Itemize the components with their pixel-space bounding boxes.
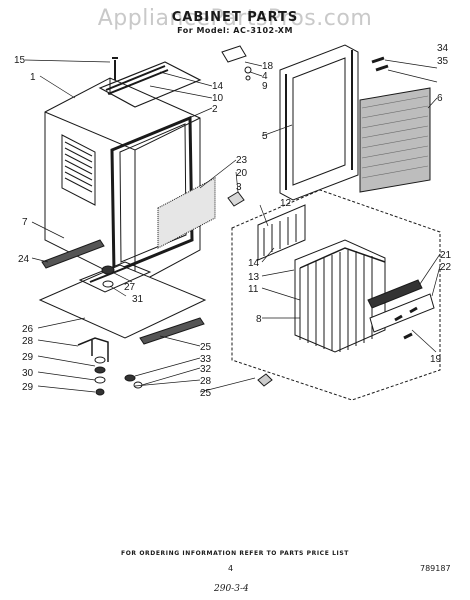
callout: 24 — [18, 254, 30, 265]
handwritten-note: 290-3-4 — [214, 584, 249, 594]
callout: 29 — [22, 352, 34, 363]
rear-frame — [279, 44, 359, 201]
callout: 25 — [200, 342, 212, 353]
callout: 4 — [262, 71, 268, 82]
document-code: 789187 — [420, 564, 451, 573]
leader-lines — [24, 59, 441, 393]
rear-grille — [359, 87, 431, 193]
rail-25 — [41, 239, 105, 269]
callout: 1 — [30, 72, 36, 83]
clip-24 — [257, 373, 273, 387]
front-grille — [294, 239, 386, 353]
ordering-note: FOR ORDERING INFORMATION REFER TO PARTS … — [121, 550, 349, 557]
callout: 14 — [248, 258, 260, 269]
air-filter — [157, 177, 216, 249]
bracket-4 — [221, 45, 247, 63]
callout: 6 — [437, 93, 443, 104]
callout: 18 — [262, 61, 274, 72]
callout: 30 — [22, 368, 34, 379]
callout: 15 — [14, 55, 26, 66]
callout: 27 — [124, 282, 136, 293]
callout: 12 — [280, 198, 292, 209]
top-rail — [98, 61, 202, 108]
side-bar — [367, 279, 423, 309]
callout: 22 — [440, 262, 452, 273]
clip-3 — [227, 191, 245, 207]
page-number: 4 — [228, 564, 234, 573]
callout: 29 — [22, 382, 34, 393]
callout: 28 — [22, 336, 34, 347]
callout: 20 — [236, 168, 248, 179]
callout: 3 — [236, 182, 242, 193]
callout: 28 — [200, 376, 212, 387]
grommet-28 — [101, 265, 115, 275]
hardware-stack — [94, 356, 106, 396]
callout: 8 — [256, 314, 262, 325]
callout: 33 — [200, 354, 212, 365]
callout: 14 — [212, 81, 224, 92]
callout: 5 — [262, 131, 268, 142]
louver-assembly — [257, 204, 306, 261]
rail-26 — [139, 317, 205, 345]
callout: 26 — [22, 324, 34, 335]
callout: 19 — [430, 354, 442, 365]
callout: 10 — [212, 93, 224, 104]
callout: 32 — [200, 364, 212, 375]
side-louvers — [61, 134, 96, 206]
page-title: CABINET PARTS — [171, 10, 299, 25]
base-pan — [38, 261, 207, 339]
model-subtitle: For Model: AC-3102-XM — [177, 26, 293, 35]
callout: 13 — [248, 272, 260, 283]
bracket-29 — [77, 337, 109, 362]
front-assembly-outline — [231, 189, 441, 401]
callout: 21 — [440, 250, 452, 261]
callout: 2 — [212, 104, 218, 115]
callout-labels: 15 1 14 10 2 18 4 9 5 34 35 6 23 20 3 7 … — [14, 43, 452, 399]
callout: 34 — [437, 43, 449, 54]
callout: 7 — [22, 217, 28, 228]
callout: 35 — [437, 56, 449, 67]
callout: 31 — [132, 294, 144, 305]
hardware-stack-right — [124, 374, 143, 389]
callout: 9 — [262, 81, 268, 92]
callout: 11 — [248, 284, 259, 295]
callout: 23 — [236, 155, 248, 166]
callout: 25 — [200, 388, 212, 399]
screw-16 — [112, 57, 118, 80]
